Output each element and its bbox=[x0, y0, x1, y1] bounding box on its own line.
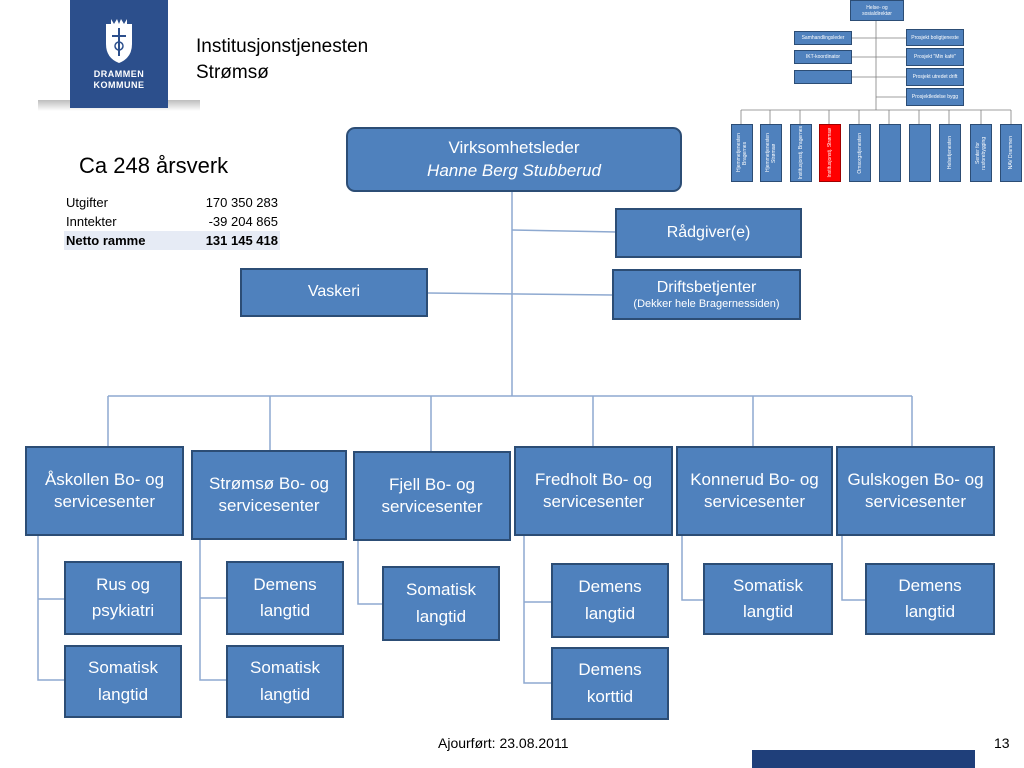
mini-unit-label: Helsetjenesten bbox=[947, 136, 953, 170]
mini-org-chart: Helse- og sosialdirektør Samhandlingsled… bbox=[728, 0, 1024, 186]
mini-unit-label: Senter for rusforebygging bbox=[975, 136, 987, 170]
mini-unit-box: Senter for rusforebygging bbox=[970, 124, 992, 182]
unit-box-askollen-2: Somatisk langtid bbox=[64, 645, 182, 718]
budget-table: Utgifter 170 350 283 Inntekter -39 204 8… bbox=[64, 193, 280, 250]
budget-row: Utgifter 170 350 283 bbox=[64, 193, 280, 212]
mini-unit-box: NAV Drammen bbox=[1000, 124, 1022, 182]
bracket-fredholt bbox=[523, 536, 551, 684]
unit-box-konnerud-1: Somatisk langtid bbox=[703, 563, 833, 635]
mini-unit-label: Institusjonstj. Bragernes bbox=[798, 126, 804, 180]
mini-right-box: Prosjekt utredet drift bbox=[906, 68, 964, 86]
caretakers-title: Driftsbetjenter bbox=[656, 279, 757, 297]
center-box-fjell: Fjell Bo- og servicesenter bbox=[353, 451, 511, 541]
coat-of-arms-icon bbox=[106, 19, 132, 63]
budget-label: Inntekter bbox=[66, 214, 117, 229]
unit-box-stromso-1: Demens langtid bbox=[226, 561, 344, 635]
center-box-askollen: Åskollen Bo- og servicesenter bbox=[25, 446, 184, 536]
logo: DRAMMEN KOMMUNE bbox=[38, 0, 200, 111]
mini-unit-box: Helsetjenesten bbox=[939, 124, 961, 182]
mini-right-box: Prosjekt "Min kafé" bbox=[906, 48, 964, 66]
mini-left-box bbox=[794, 70, 852, 84]
mini-unit-box-highlight: Institusjonstj. Strømsø bbox=[819, 124, 841, 182]
page-number: 13 bbox=[994, 735, 1010, 751]
bracket-gulskogen bbox=[841, 536, 866, 601]
mini-unit-box: Hjemmetjenesten Strømsø bbox=[760, 124, 782, 182]
mini-unit-box bbox=[909, 124, 931, 182]
center-box-gulskogen: Gulskogen Bo- og servicesenter bbox=[836, 446, 995, 536]
caretakers-box: Driftsbetjenter (Dekker hele Bragernessi… bbox=[612, 269, 801, 320]
laundry-box: Vaskeri bbox=[240, 268, 428, 317]
center-box-konnerud: Konnerud Bo- og servicesenter bbox=[676, 446, 833, 536]
bracket-fjell bbox=[357, 541, 382, 605]
unit-box-fredholt-1: Demens langtid bbox=[551, 563, 669, 638]
mini-right-box: Prosjekt boligtjeneste bbox=[906, 29, 964, 46]
budget-label: Utgifter bbox=[66, 195, 108, 210]
logo-text-line1: DRAMMEN bbox=[93, 69, 145, 79]
logo-text-line2: KOMMUNE bbox=[93, 80, 145, 90]
mini-org-connectors bbox=[740, 20, 1012, 124]
budget-value: 131 145 418 bbox=[176, 231, 280, 250]
mini-unit-label: Institusjonstj. Strømsø bbox=[827, 128, 833, 178]
mini-unit-label: Omsorgstjenesten bbox=[857, 132, 863, 174]
title-line-2: Strømsø bbox=[196, 62, 269, 83]
budget-row-net: Netto ramme 131 145 418 bbox=[64, 231, 280, 250]
center-box-stromso: Strømsø Bo- og servicesenter bbox=[191, 450, 347, 540]
mini-unit-label: Hjemmetjenesten Bragernes bbox=[736, 133, 748, 173]
mini-top-box: Helse- og sosialdirektør bbox=[850, 0, 904, 21]
mini-unit-label: NAV Drammen bbox=[1008, 136, 1014, 170]
leader-name: Hanne Berg Stubberud bbox=[427, 160, 601, 180]
updated-date: Ajourført: 23.08.2011 bbox=[438, 735, 569, 751]
page-title: Institusjonstjenesten Strømsø bbox=[196, 34, 368, 86]
center-box-fredholt: Fredholt Bo- og servicesenter bbox=[514, 446, 673, 536]
unit-box-fredholt-2: Demens korttid bbox=[551, 647, 669, 720]
mini-left-box: Samhandlingsleder bbox=[794, 31, 852, 45]
mini-unit-box bbox=[879, 124, 901, 182]
bracket-konnerud bbox=[681, 536, 704, 601]
unit-box-fjell-1: Somatisk langtid bbox=[382, 566, 500, 641]
bracket-stromso bbox=[199, 540, 227, 681]
mini-unit-label: Hjemmetjenesten Strømsø bbox=[765, 133, 777, 173]
leader-title: Virksomhetsleder bbox=[448, 138, 580, 158]
workforce-label: Ca 248 årsverk bbox=[79, 153, 229, 178]
caretakers-note: (Dekker hele Bragernessiden) bbox=[633, 297, 780, 310]
bracket-askollen bbox=[37, 536, 64, 681]
mini-right-box: Prosjektledelse bygg bbox=[906, 88, 964, 106]
mini-unit-box: Institusjonstj. Bragernes bbox=[790, 124, 812, 182]
footer-bar bbox=[752, 750, 975, 768]
laundry-connector bbox=[427, 292, 613, 296]
mini-unit-box: Omsorgstjenesten bbox=[849, 124, 871, 182]
budget-label: Netto ramme bbox=[64, 231, 177, 250]
unit-box-askollen-1: Rus og psykiatri bbox=[64, 561, 182, 635]
budget-value: 170 350 283 bbox=[205, 195, 278, 210]
budget-value: -39 204 865 bbox=[208, 214, 278, 229]
unit-box-gulskogen-1: Demens langtid bbox=[865, 563, 995, 635]
title-line-1: Institusjonstjenesten bbox=[196, 36, 369, 57]
budget-row: Inntekter -39 204 865 bbox=[64, 212, 280, 231]
advisor-box: Rådgiver(e) bbox=[615, 208, 802, 258]
unit-box-stromso-2: Somatisk langtid bbox=[226, 645, 344, 718]
leader-box: Virksomhetsleder Hanne Berg Stubberud bbox=[346, 127, 682, 192]
mini-unit-box: Hjemmetjenesten Bragernes bbox=[731, 124, 753, 182]
mini-left-box: IKT-koordinator bbox=[794, 50, 852, 64]
advisor-connector bbox=[511, 229, 618, 233]
